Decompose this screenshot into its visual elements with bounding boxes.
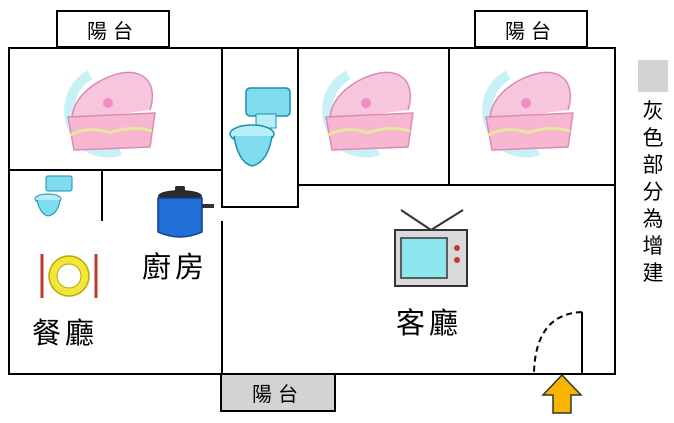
- balcony-label: 陽台: [87, 18, 139, 43]
- legend-char: 色: [642, 126, 664, 150]
- balcony-top-left: 陽台: [56, 10, 170, 48]
- legend-char: 建: [642, 261, 664, 285]
- toilet-icon: [229, 87, 291, 167]
- cradle-icon: [482, 70, 574, 158]
- legend-char: 灰: [642, 99, 664, 123]
- balcony-top-right: 陽台: [474, 10, 588, 48]
- legend-swatch: [638, 60, 668, 92]
- cradle-icon: [322, 70, 414, 158]
- up-arrow-icon: [541, 373, 583, 414]
- toilet-icon: [34, 175, 73, 217]
- legend-char: 為: [642, 207, 664, 231]
- tv-icon: [394, 209, 468, 287]
- legend-char: 增: [642, 234, 664, 258]
- dining-label: 餐廳: [32, 316, 99, 350]
- kitchen-dining-area: [8, 221, 223, 375]
- kitchen-label: 廚房: [142, 250, 209, 284]
- legend-char: 分: [642, 180, 664, 204]
- balcony-label: 陽台: [505, 18, 557, 43]
- legend-text: 灰 色 部 分 為 增 建: [638, 98, 668, 287]
- plate-icon: [40, 254, 98, 298]
- living-label: 客廳: [396, 306, 463, 340]
- legend-char: 部: [642, 153, 664, 177]
- cradle-icon: [64, 70, 156, 158]
- balcony-label: 陽台: [252, 382, 304, 406]
- pot-icon: [157, 186, 214, 238]
- balcony-bottom-extension: 陽台: [220, 373, 336, 412]
- door-swing: [533, 311, 583, 374]
